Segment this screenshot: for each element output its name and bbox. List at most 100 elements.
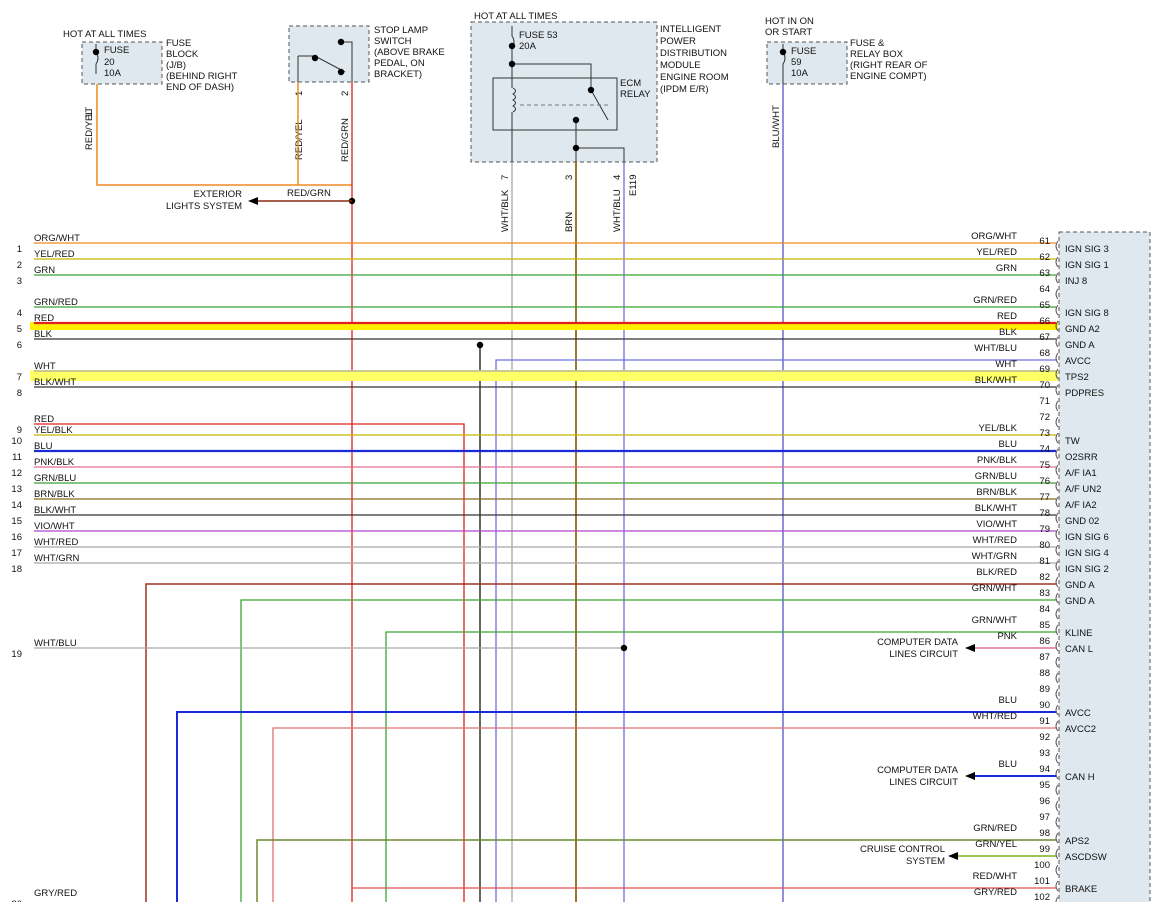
fuse59-number: 59 — [791, 57, 802, 68]
ecm-wire-label: WHT/BLU — [974, 343, 1017, 354]
left-wire-number: 13 — [11, 484, 22, 495]
ecm-wire-label: RED — [997, 311, 1017, 322]
ecm-pin-number: 92 — [1039, 732, 1050, 743]
ecm-signal-label: A/F IA2 — [1065, 500, 1097, 511]
ecm-pin-number: 96 — [1039, 796, 1050, 807]
fuse59-desc-line: (RIGHT REAR OF — [850, 60, 928, 71]
pin-terminal — [1055, 608, 1059, 620]
ecm-signal-label: A/F UN2 — [1065, 484, 1101, 495]
ecm-pin-number: 78 — [1039, 508, 1050, 519]
ecm-pin-number: 77 — [1039, 492, 1050, 503]
ecm-signal-label: GND 02 — [1065, 516, 1099, 527]
ecm-wire-label: GRN — [996, 263, 1017, 274]
ecm-wire-label: WHT — [995, 359, 1017, 370]
left-wire-label: WHT/BLU — [34, 638, 77, 649]
ecm-pin-number: 68 — [1039, 348, 1050, 359]
fuse20-label: FUSE — [104, 45, 129, 56]
pin-terminal — [1055, 592, 1059, 604]
ecm-signal-label: TPS2 — [1065, 372, 1089, 383]
ecm-pin-number: 76 — [1039, 476, 1050, 487]
ecm-wire-label: BLU — [999, 759, 1018, 770]
ipdm-pin: 4 — [612, 175, 623, 180]
ecm-pin-number: 62 — [1039, 252, 1050, 263]
ecm-pin-number: 67 — [1039, 332, 1050, 343]
ecm-signal-label: O2SRR — [1065, 452, 1098, 463]
left-wire-number: 11 — [12, 452, 22, 463]
ecm-pin-number: 79 — [1039, 524, 1050, 535]
grn-wht-83 — [240, 599, 1056, 902]
fuse59-hot-label: HOT IN ON — [765, 16, 814, 27]
left-wire-number: 12 — [11, 468, 22, 479]
grn-red-98 — [256, 839, 1056, 902]
ipdm-hot-label: HOT AT ALL TIMES — [474, 11, 557, 22]
pin-terminal — [1055, 896, 1059, 902]
splice-dot — [620, 644, 628, 652]
pin-terminal — [1055, 880, 1059, 892]
splice-dot — [572, 144, 580, 152]
ecm-pin-number: 102 — [1034, 892, 1050, 902]
red-yel-wire-1t — [96, 84, 352, 186]
splice-dot — [508, 42, 516, 50]
blu-90 — [176, 711, 1056, 902]
ecm-pin-number: 70 — [1039, 380, 1050, 391]
stop-desc-line: BRACKET) — [374, 69, 422, 80]
ecm-signal-label: PDPRES — [1065, 388, 1104, 399]
ecm-pin-number: 63 — [1039, 268, 1050, 279]
ecm-signal-label: GND A — [1065, 596, 1095, 607]
can-h-arrow-icon — [965, 772, 975, 780]
cruise-arrow-icon — [948, 852, 958, 860]
left-wire-label: VIO/WHT — [34, 521, 75, 532]
fuse59-amps: 10A — [791, 68, 809, 79]
left-wire-number: 7 — [17, 372, 22, 383]
left-wire-number: 17 — [11, 548, 22, 559]
ecm-signal-label: INJ 8 — [1065, 276, 1087, 287]
pin-terminal — [1055, 624, 1059, 636]
left-wire-label: GRY/RED — [34, 888, 77, 899]
pin-terminal — [1055, 768, 1059, 780]
ecm-signal-label: IGN SIG 6 — [1065, 532, 1109, 543]
ecm-wire-label: ORG/WHT — [971, 231, 1017, 242]
relay-label: ECM — [620, 78, 641, 89]
ipdm-desc-line: ENGINE ROOM — [660, 72, 729, 83]
stop-lamp-switch-box — [288, 25, 370, 83]
pin-terminal — [1055, 416, 1059, 428]
pin-terminal — [1055, 304, 1059, 316]
ecm-pin-number: 101 — [1034, 876, 1050, 887]
ecm-pin-number: 65 — [1039, 300, 1050, 311]
left-wire-label: PNK/BLK — [34, 457, 75, 468]
pin-terminal — [1055, 816, 1059, 828]
left-wire-label: RED — [34, 414, 54, 425]
left-wire-number: 4 — [17, 308, 22, 319]
ipdm-pin: 7 — [500, 175, 511, 180]
stop-pin1: 1 — [294, 91, 305, 96]
splice-dot — [508, 60, 516, 68]
left-wire-label: WHT — [34, 361, 56, 372]
ipdm-desc-line: POWER — [660, 36, 696, 47]
pin-terminal — [1055, 864, 1059, 876]
splice-dot — [779, 48, 787, 56]
exterior-label: LIGHTS SYSTEM — [166, 201, 242, 212]
splice-dot — [92, 48, 100, 56]
pin-terminal — [1055, 672, 1059, 684]
ecm-pin-number: 75 — [1039, 460, 1050, 471]
ecm-wire-label: GRN/WHT — [972, 615, 1018, 626]
left-wire-number: 1 — [17, 244, 22, 255]
grn-wht-85 — [385, 631, 1056, 902]
pin-terminal — [1055, 784, 1059, 796]
stop-wire1-label: RED/YEL — [294, 119, 305, 160]
wht-blu-68 — [495, 359, 1056, 902]
ecm-signal-label: IGN SIG 2 — [1065, 564, 1109, 575]
ecm-wire-label: YEL/BLK — [978, 423, 1017, 434]
ecm-signal-label: IGN SIG 4 — [1065, 548, 1109, 559]
left-wire-number: 15 — [11, 516, 22, 527]
pin-terminal — [1055, 336, 1059, 348]
ecm-signal-label: AVCC — [1065, 708, 1091, 719]
ecm-pin-number: 93 — [1039, 748, 1050, 759]
fuse20-pin: 1T — [84, 107, 95, 118]
pin-terminal — [1055, 352, 1059, 364]
ecm-pin-number: 71 — [1039, 396, 1050, 407]
ecm-relay-box — [492, 77, 618, 131]
pin-terminal — [1055, 448, 1059, 460]
fuse20-desc-line: FUSE — [166, 38, 191, 49]
